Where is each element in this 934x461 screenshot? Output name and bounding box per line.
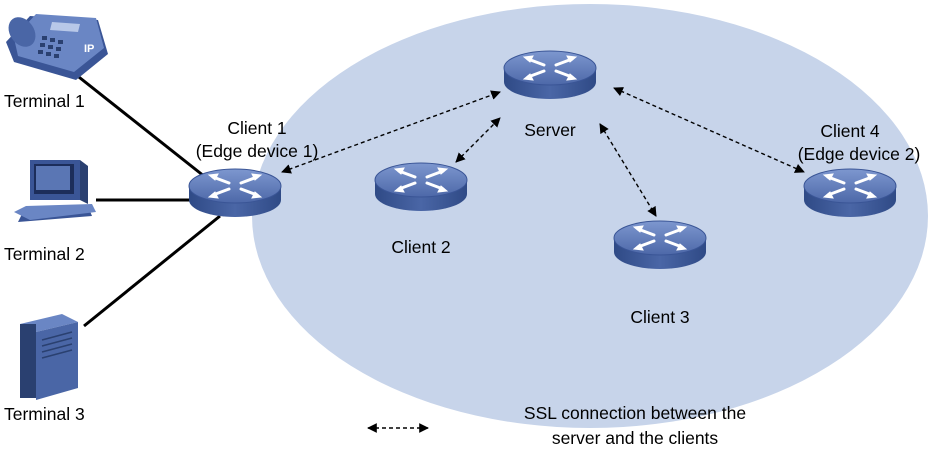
client1-label: Client 1	[227, 118, 287, 138]
router-icon-server	[502, 49, 598, 101]
ssl-link-client1	[281, 90, 501, 174]
terminal2-label: Terminal 2	[4, 244, 85, 264]
server-tower-icon	[20, 314, 78, 400]
client3-label: Client 3	[630, 307, 690, 327]
link-terminal3	[83, 214, 221, 328]
ip-phone-icon: IP	[6, 14, 108, 80]
router-icon-client4	[802, 167, 898, 219]
client2-label: Client 2	[391, 237, 451, 257]
client1-sublabel: (Edge device 1)	[195, 141, 319, 161]
router-icon-client2	[373, 161, 469, 213]
legend-line1: SSL connection between the	[523, 403, 747, 423]
terminal3-label: Terminal 3	[4, 404, 85, 424]
router-icon-client3	[612, 219, 708, 271]
router-icon-client1	[187, 167, 283, 219]
client4-label: Client 4	[820, 121, 880, 141]
link-terminal1	[69, 68, 215, 186]
server-label: Server	[524, 120, 576, 140]
ssl-link-client2	[455, 117, 501, 163]
client4-sublabel: (Edge device 2)	[797, 144, 921, 164]
ssl-links	[281, 87, 805, 217]
terminal-links	[69, 68, 221, 328]
desktop-pc-icon	[14, 160, 96, 222]
terminal1-label: Terminal 1	[4, 91, 85, 111]
legend-line2: server and the clients	[551, 428, 719, 448]
ssl-link-client3	[599, 123, 657, 217]
svg-text:IP: IP	[84, 43, 94, 55]
